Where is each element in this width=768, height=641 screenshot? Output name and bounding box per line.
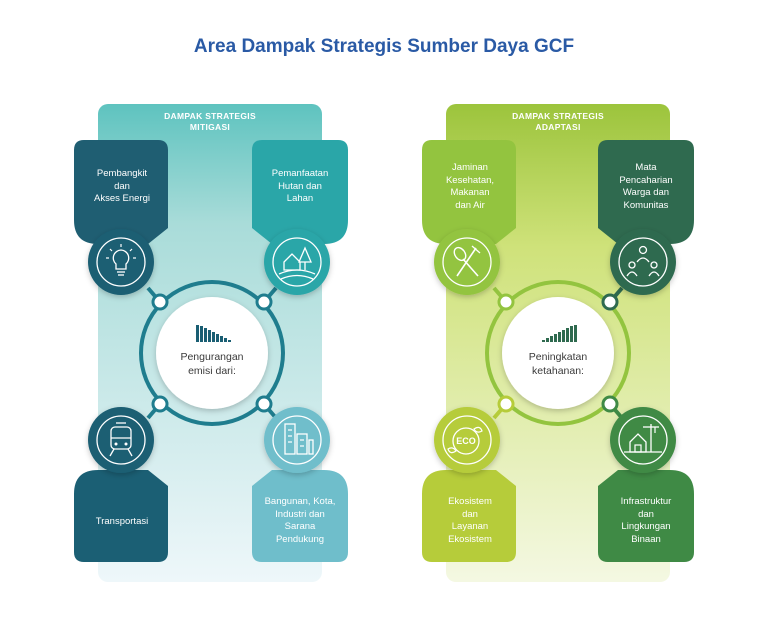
item-label: Layanan: [451, 521, 489, 532]
box-bangunan: [252, 470, 348, 562]
item-pembangkit: Pembangkit dan Akses Energi: [76, 160, 168, 214]
mitigation-header-line: DAMPAK STRATEGIS: [164, 111, 256, 121]
mitigation-center-text: Pengurangan emisi dari:: [162, 350, 262, 378]
adaptation-header-line: DAMPAK STRATEGIS: [512, 111, 604, 121]
forest-house-icon: [264, 229, 330, 295]
decrease-bars-icon: [196, 325, 231, 342]
item-label: dan: [114, 180, 130, 192]
center-label: emisi dari:: [188, 365, 236, 377]
item-label: Pembangkit: [96, 168, 148, 180]
lightbulb-icon: [88, 229, 154, 295]
train-icon: [88, 407, 154, 473]
infrastructure-icon: [610, 407, 676, 473]
center-label: Pengurangan: [180, 351, 244, 363]
mitigation-ring: [139, 280, 285, 426]
item-ekosistem: Ekosistem dan Layanan Ekosistem: [424, 488, 516, 554]
item-label: Makanan: [450, 187, 490, 198]
item-label: Sarana: [284, 521, 316, 532]
adaptation-ring: [485, 280, 631, 426]
adaptation-header: DAMPAK STRATEGIS ADAPTASI: [466, 111, 650, 133]
item-label: Pendukung: [275, 533, 325, 545]
box-mata-pencaharian: [598, 140, 694, 244]
item-label: Lahan: [286, 193, 314, 205]
mitigation-center: [156, 297, 268, 409]
item-label: Komunitas: [623, 199, 669, 211]
people-icon: [610, 229, 676, 295]
item-label: dan: [638, 508, 654, 520]
item-hutan: Pemanfaatan Hutan dan Lahan: [254, 160, 346, 214]
mitigation-panel: [74, 104, 348, 582]
center-label: ketahanan:: [532, 365, 584, 377]
item-jaminan: Jaminan Kesehatan, Makanan dan Air: [424, 156, 516, 218]
item-label: Transportasi: [95, 515, 149, 527]
adaptation-center: [502, 297, 614, 409]
item-label: Infrastruktur: [620, 496, 672, 507]
item-mata-pencaharian: Mata Pencaharian Warga dan Komunitas: [600, 156, 692, 218]
box-hutan: [252, 140, 348, 244]
fork-spoon-icon: [434, 229, 500, 295]
page-title: Area Dampak Strategis Sumber Daya GCF: [193, 36, 575, 57]
item-label: Industri dan: [275, 508, 325, 520]
item-label: Hutan dan: [278, 180, 322, 192]
box-pembangkit: [74, 140, 168, 244]
center-label: Peningkatan: [528, 351, 588, 363]
eco-icon: ECO: [434, 407, 500, 473]
mitigation-header: DAMPAK STRATEGIS MITIGASI: [118, 111, 302, 133]
item-infrastruktur: Infrastruktur dan Lingkungan Binaan: [600, 488, 692, 554]
item-label: Lingkungan: [621, 521, 671, 532]
box-jaminan: [422, 140, 516, 244]
item-label: Ekosistem: [448, 496, 492, 507]
box-transportasi: [74, 470, 168, 562]
adaptation-header-line: ADAPTASI: [535, 122, 581, 132]
item-transportasi: Transportasi: [76, 500, 168, 544]
mitigation-header-line: MITIGASI: [189, 122, 231, 132]
item-label: Pemanfaatan: [271, 168, 329, 180]
item-label: Pencaharian: [619, 174, 673, 186]
box-ekosistem: [422, 470, 516, 562]
item-label: Jaminan: [452, 162, 488, 173]
box-infrastruktur: [598, 470, 694, 562]
item-label: Warga dan: [622, 187, 670, 198]
item-label: Akses Energi: [94, 193, 150, 205]
increase-bars-icon: [542, 325, 577, 342]
item-label: Kesehatan,: [445, 174, 495, 186]
adaptation-panel: ECO: [422, 104, 694, 582]
adaptation-center-text: Peningkatan ketahanan:: [508, 350, 608, 378]
item-label: Mata: [635, 162, 657, 173]
item-label: Ekosistem: [448, 533, 492, 545]
item-label: dan: [462, 508, 478, 520]
buildings-icon: [264, 407, 330, 473]
item-label: dan Air: [455, 199, 485, 211]
eco-label: ECO: [456, 436, 476, 446]
item-bangunan: Bangunan, Kota, Industri dan Sarana Pend…: [254, 488, 346, 554]
item-label: Binaan: [631, 533, 661, 545]
item-label: Bangunan, Kota,: [264, 496, 336, 507]
